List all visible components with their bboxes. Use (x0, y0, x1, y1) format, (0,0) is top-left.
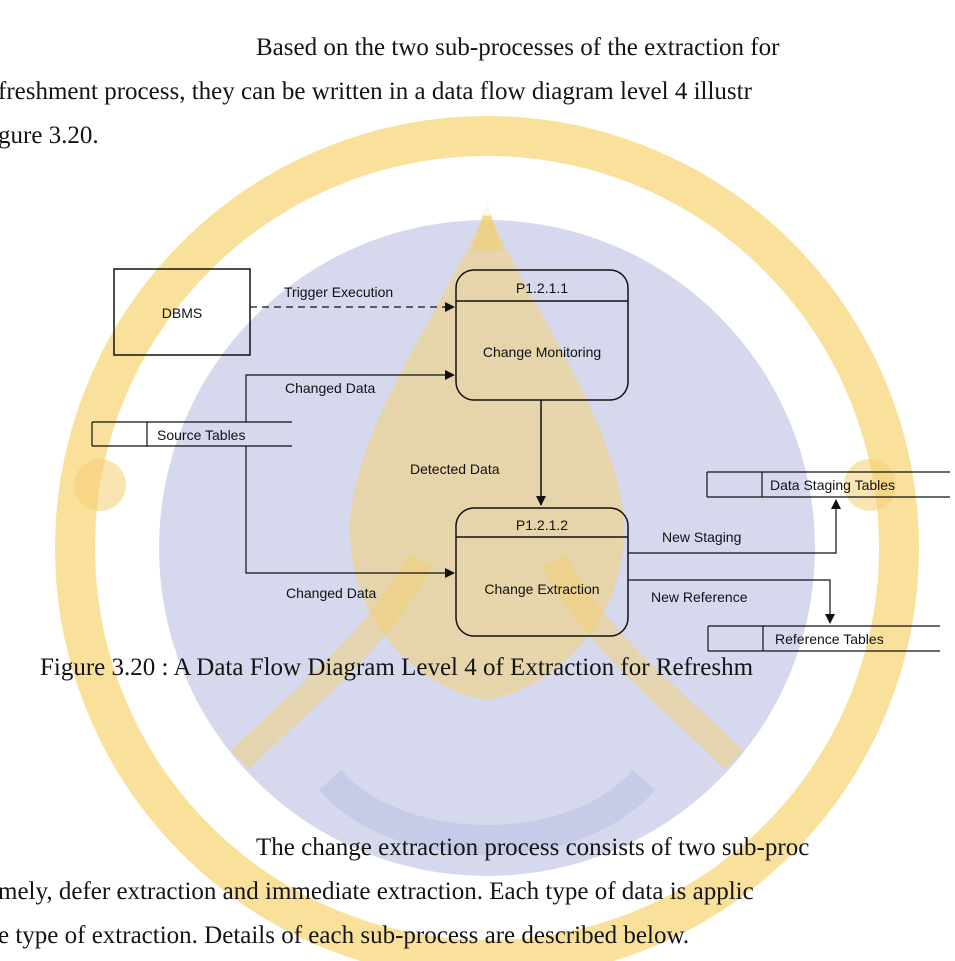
new-staging-label: New Staging (662, 529, 741, 545)
new-reference-label: New Reference (651, 589, 748, 605)
paragraph-line: mely, defer extraction and immediate ext… (0, 878, 754, 905)
paragraph-line: e type of extraction. Details of each su… (0, 922, 690, 949)
staging-tables-label: Data Staging Tables (770, 477, 895, 493)
body-paragraph: The change extraction process consists o… (0, 826, 955, 958)
dbms-entity (113, 268, 251, 356)
figure-caption: Figure 3.20 : A Data Flow Diagram Level … (40, 654, 754, 681)
source-tables-label: Source Tables (157, 427, 245, 443)
process-change-monitoring (455, 269, 629, 401)
trigger-execution-label: Trigger Execution (284, 284, 393, 300)
dbms-label: DBMS (162, 305, 202, 321)
process2-id: P1.2.1.2 (516, 517, 568, 533)
flow-changed-data-monitoring (245, 370, 455, 422)
source-tables-store (91, 421, 292, 447)
process-change-extraction (455, 507, 629, 637)
staging-tables-store (706, 471, 950, 498)
data-flow-diagram: DBMS P1.2.1.1 Change Monitoring P1.2.1.2… (91, 268, 950, 652)
paragraph-line: The change extraction process consists o… (256, 834, 810, 861)
flow-new-staging (628, 499, 841, 554)
process1-name: Change Monitoring (483, 344, 601, 360)
paragraph-line: Based on the two sub-processes of the ex… (256, 34, 780, 61)
paragraph-line: freshment process, they can be written i… (0, 78, 752, 105)
detected-data-label: Detected Data (410, 461, 500, 477)
paragraph-line: gure 3.20. (0, 122, 99, 149)
process2-name: Change Extraction (484, 581, 599, 597)
reference-tables-label: Reference Tables (775, 631, 884, 647)
process1-id: P1.2.1.1 (516, 280, 568, 296)
reference-tables-store (707, 625, 940, 652)
flow-new-reference (628, 579, 835, 624)
changed-data-label-2: Changed Data (286, 585, 377, 601)
intro-paragraph: Based on the two sub-processes of the ex… (0, 26, 955, 158)
changed-data-label-1: Changed Data (285, 380, 376, 396)
flow-changed-data-extraction (245, 446, 455, 578)
